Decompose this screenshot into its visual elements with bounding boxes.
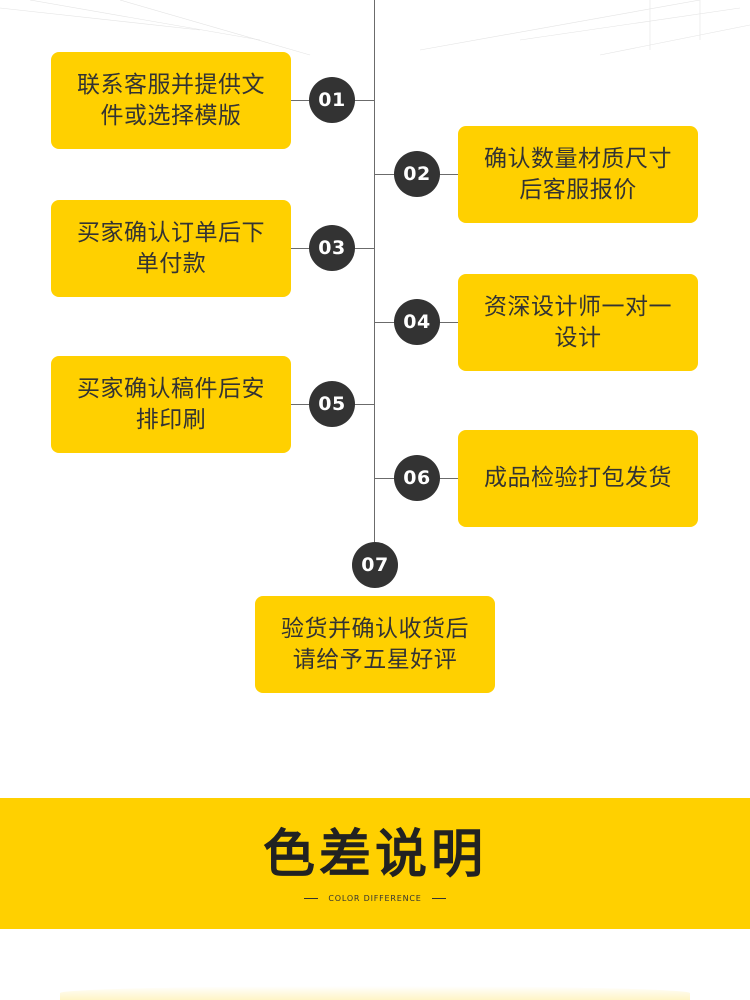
step-box-04: 资深设计师一对一设计	[458, 274, 698, 371]
step-badge-04: 04	[394, 299, 440, 345]
step-box-06: 成品检验打包发货	[458, 430, 698, 527]
step-box-02: 确认数量材质尺寸后客服报价	[458, 126, 698, 223]
step-text: 成品检验打包发货	[484, 465, 672, 491]
step-badge-06: 06	[394, 455, 440, 501]
step-text: 联系客服并提供文件或选择模版	[77, 71, 265, 129]
timeline-line	[374, 0, 375, 545]
step-box-07: 验货并确认收货后请给予五星好评	[255, 596, 495, 693]
step-badge-02: 02	[394, 151, 440, 197]
step-text: 资深设计师一对一设计	[484, 293, 672, 351]
dash-left	[304, 898, 319, 899]
step-badge-01: 01	[309, 77, 355, 123]
section-subtitle: COLOR DIFFERENCE	[328, 894, 422, 903]
step-text: 买家确认稿件后安排印刷	[77, 375, 265, 433]
step-box-01: 联系客服并提供文件或选择模版	[51, 52, 291, 149]
background-sketch	[0, 0, 750, 56]
section-title: 色差说明	[262, 825, 487, 885]
step-text: 确认数量材质尺寸后客服报价	[484, 145, 672, 203]
step-box-05: 买家确认稿件后安排印刷	[51, 356, 291, 453]
step-box-03: 买家确认订单后下单付款	[51, 200, 291, 297]
step-badge-07: 07	[352, 542, 398, 588]
dash-right	[431, 898, 446, 899]
step-badge-03: 03	[309, 225, 355, 271]
step-badge-05: 05	[309, 381, 355, 427]
section-banner: 色差说明 COLOR DIFFERENCE	[0, 798, 750, 929]
section-subtitle-row: COLOR DIFFERENCE	[0, 894, 750, 903]
step-text: 买家确认订单后下单付款	[77, 219, 265, 277]
step-text: 验货并确认收货后请给予五星好评	[281, 615, 469, 673]
bottom-glow	[60, 986, 690, 1000]
